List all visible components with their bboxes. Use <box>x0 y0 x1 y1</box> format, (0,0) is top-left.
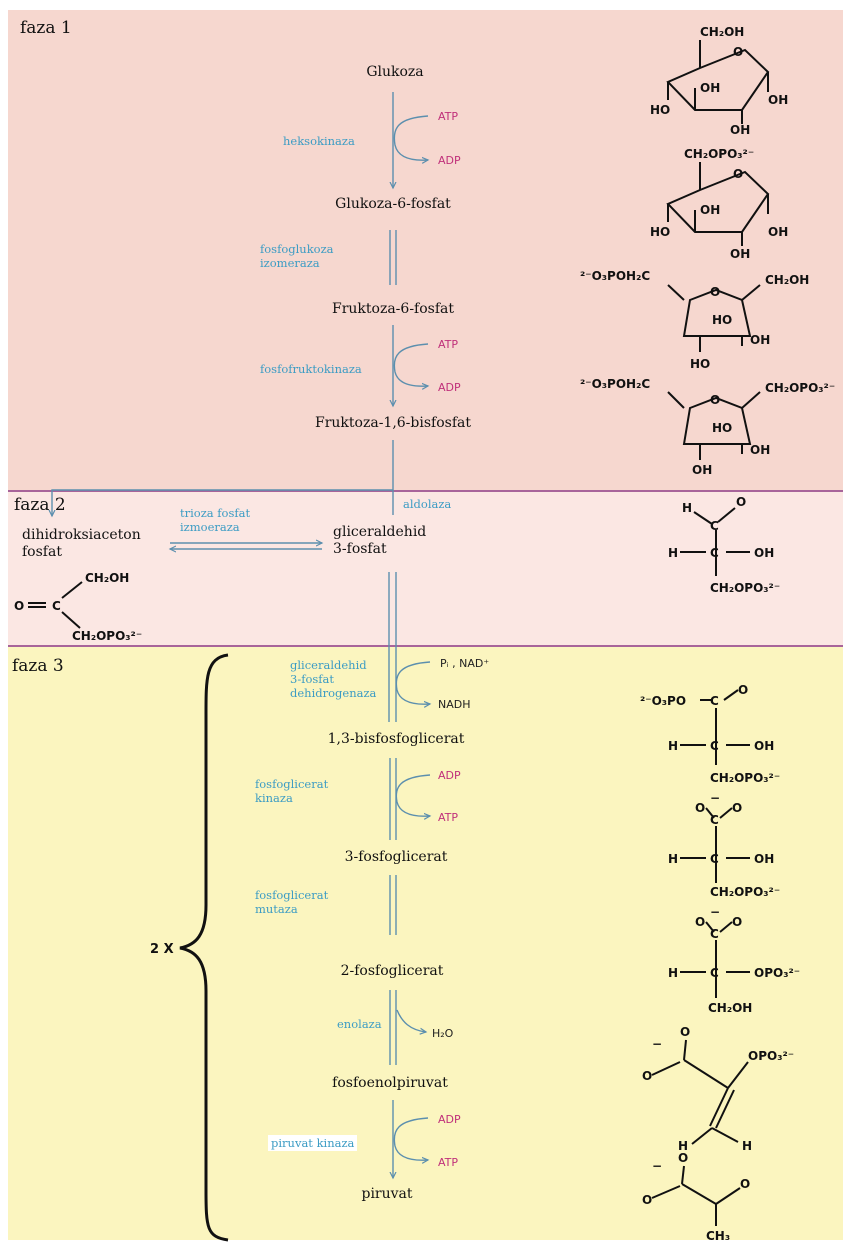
metabolite-fruktoza-1-6-bisfosfat: Fruktoza-1,6-bisfosfat <box>315 415 471 431</box>
cofactor-adp-4: ADP <box>438 1113 461 1126</box>
phase-divider-2 <box>8 645 843 647</box>
metabolite-dihidroksiaceton-fosfat: dihidroksiaceton fosfat <box>22 527 141 560</box>
enzyme-fosfofruktokinaza: fosfofruktokinaza <box>260 362 362 376</box>
enzyme-fosfoglicerat-kinaza: fosfoglicerat kinaza <box>255 777 329 805</box>
cofactor-pi-nad: Pᵢ , NAD⁺ <box>440 657 490 670</box>
phase-3-label: faza 3 <box>12 656 64 676</box>
metabolite-gliceraldehid-3-fosfat: gliceraldehid 3-fosfat <box>333 524 427 557</box>
cofactor-atp-1: ATP <box>438 110 459 123</box>
enzyme-trioza-fosfat-izomeraza: trioza fosfat izmoeraza <box>180 506 251 534</box>
cofactor-adp-1: ADP <box>438 154 461 167</box>
enzyme-heksokinaza: heksokinaza <box>283 134 355 148</box>
enzyme-enolaza: enolaza <box>337 1017 382 1031</box>
phase-divider-1 <box>8 490 843 492</box>
cofactor-adp-3: ADP <box>438 769 461 782</box>
metabolite-fruktoza-6-fosfat: Fruktoza-6-fosfat <box>331 301 455 317</box>
enzyme-aldolaza: aldolaza <box>403 497 452 511</box>
metabolite-3-fosfoglicerat: 3-fosfoglicerat <box>344 849 448 865</box>
cofactor-h2o: H₂O <box>432 1027 454 1040</box>
cofactor-adp-2: ADP <box>438 381 461 394</box>
metabolite-glukoza: Glukoza <box>366 64 424 80</box>
enzyme-gliceraldehid-3-fosfat-dehidrogenaza: gliceraldehid 3-fosfat dehidrogenaza <box>290 658 377 700</box>
phase-2-label: faza 2 <box>14 495 66 515</box>
phase-1-label: faza 1 <box>20 18 72 38</box>
phase-2-panel <box>8 492 843 647</box>
metabolite-fosfoenolpiruvat: fosfoenolpiruvat <box>332 1075 448 1091</box>
multiplier-label: 2 X <box>150 942 174 957</box>
cofactor-atp-4: ATP <box>438 1156 459 1169</box>
metabolite-glukoza-6-fosfat: Glukoza-6-fosfat <box>335 196 451 212</box>
cofactor-atp-2: ATP <box>438 338 459 351</box>
cofactor-nadh: NADH <box>438 698 471 711</box>
metabolite-piruvat: piruvat <box>361 1186 413 1202</box>
metabolite-2-fosfoglicerat: 2-fosfoglicerat <box>340 963 444 979</box>
enzyme-fosfoglukoza-izomeraza: fosfoglukoza izomeraza <box>260 242 334 270</box>
enzyme-piruvat-kinaza: piruvat kinaza <box>268 1135 358 1151</box>
metabolite-1-3-bisfosfoglicerat: 1,3-bisfosfoglicerat <box>327 731 465 747</box>
cofactor-atp-3: ATP <box>438 811 459 824</box>
enzyme-fosfoglicerat-mutaza: fosfoglicerat mutaza <box>255 888 329 916</box>
